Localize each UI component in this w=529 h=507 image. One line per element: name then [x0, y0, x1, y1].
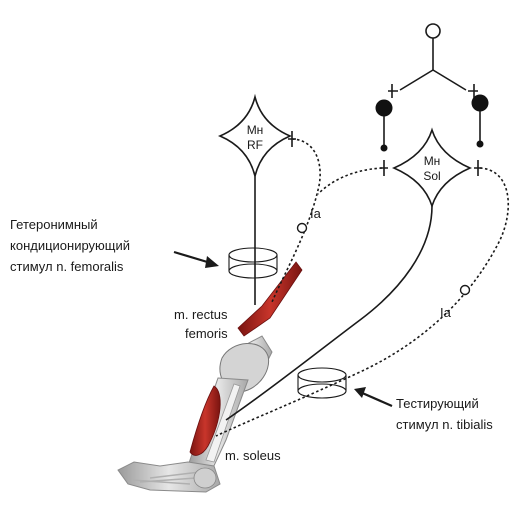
leg-illustration [118, 336, 272, 492]
mn-rf-neuron: Мн RF [220, 97, 290, 176]
mn-sol-neuron: Мн Sol [394, 130, 470, 206]
tibial-stim-line2: стимул n. tibialis [396, 417, 493, 432]
tibial-arrow [354, 387, 392, 406]
mn-sol-label-line1: Мн [424, 154, 441, 168]
heel [194, 468, 216, 488]
tree-synapse-left [388, 84, 398, 98]
synapse-rf [288, 131, 296, 147]
mn-sol-label-line2: Sol [423, 169, 440, 183]
mn-rf-label-line1: Мн [247, 123, 264, 137]
femoral-stim-line3: стимул n. femoralis [10, 259, 124, 274]
ia-afferent-heteronymous [318, 168, 382, 194]
mn-sol-body [394, 130, 470, 206]
femoral-stim-line2: кондиционирующий [10, 238, 130, 253]
inhibitory-terminal-left [381, 145, 388, 152]
ia-marker-femoral [298, 224, 307, 233]
ia-label-femoral: Ia [310, 206, 322, 221]
tibial-stimulus-electrode [298, 368, 346, 398]
ia-label-tibial: Ia [440, 305, 452, 320]
mn-rf-label-line2: RF [247, 138, 263, 152]
ia-marker-tibial [461, 286, 470, 295]
tibial-stim-line1: Тестирующий [396, 396, 479, 411]
inhibitory-neuron-left [376, 100, 393, 117]
top-neuron-soma [426, 24, 440, 38]
inhibitory-terminal-right [477, 141, 484, 148]
inhibitory-neuron-right [472, 95, 489, 112]
tree-branches [400, 70, 466, 90]
soleus-label: m. soleus [225, 448, 281, 463]
femoral-stimulus-electrode [229, 248, 277, 278]
rectus-femoris-muscle [238, 262, 302, 336]
femoral-arrow [174, 252, 219, 268]
rectus-femoris-label-line2: femoris [185, 326, 228, 341]
femoral-stim-line1: Гетеронимный [10, 217, 98, 232]
rectus-femoris-label-line1: m. rectus [174, 307, 228, 322]
